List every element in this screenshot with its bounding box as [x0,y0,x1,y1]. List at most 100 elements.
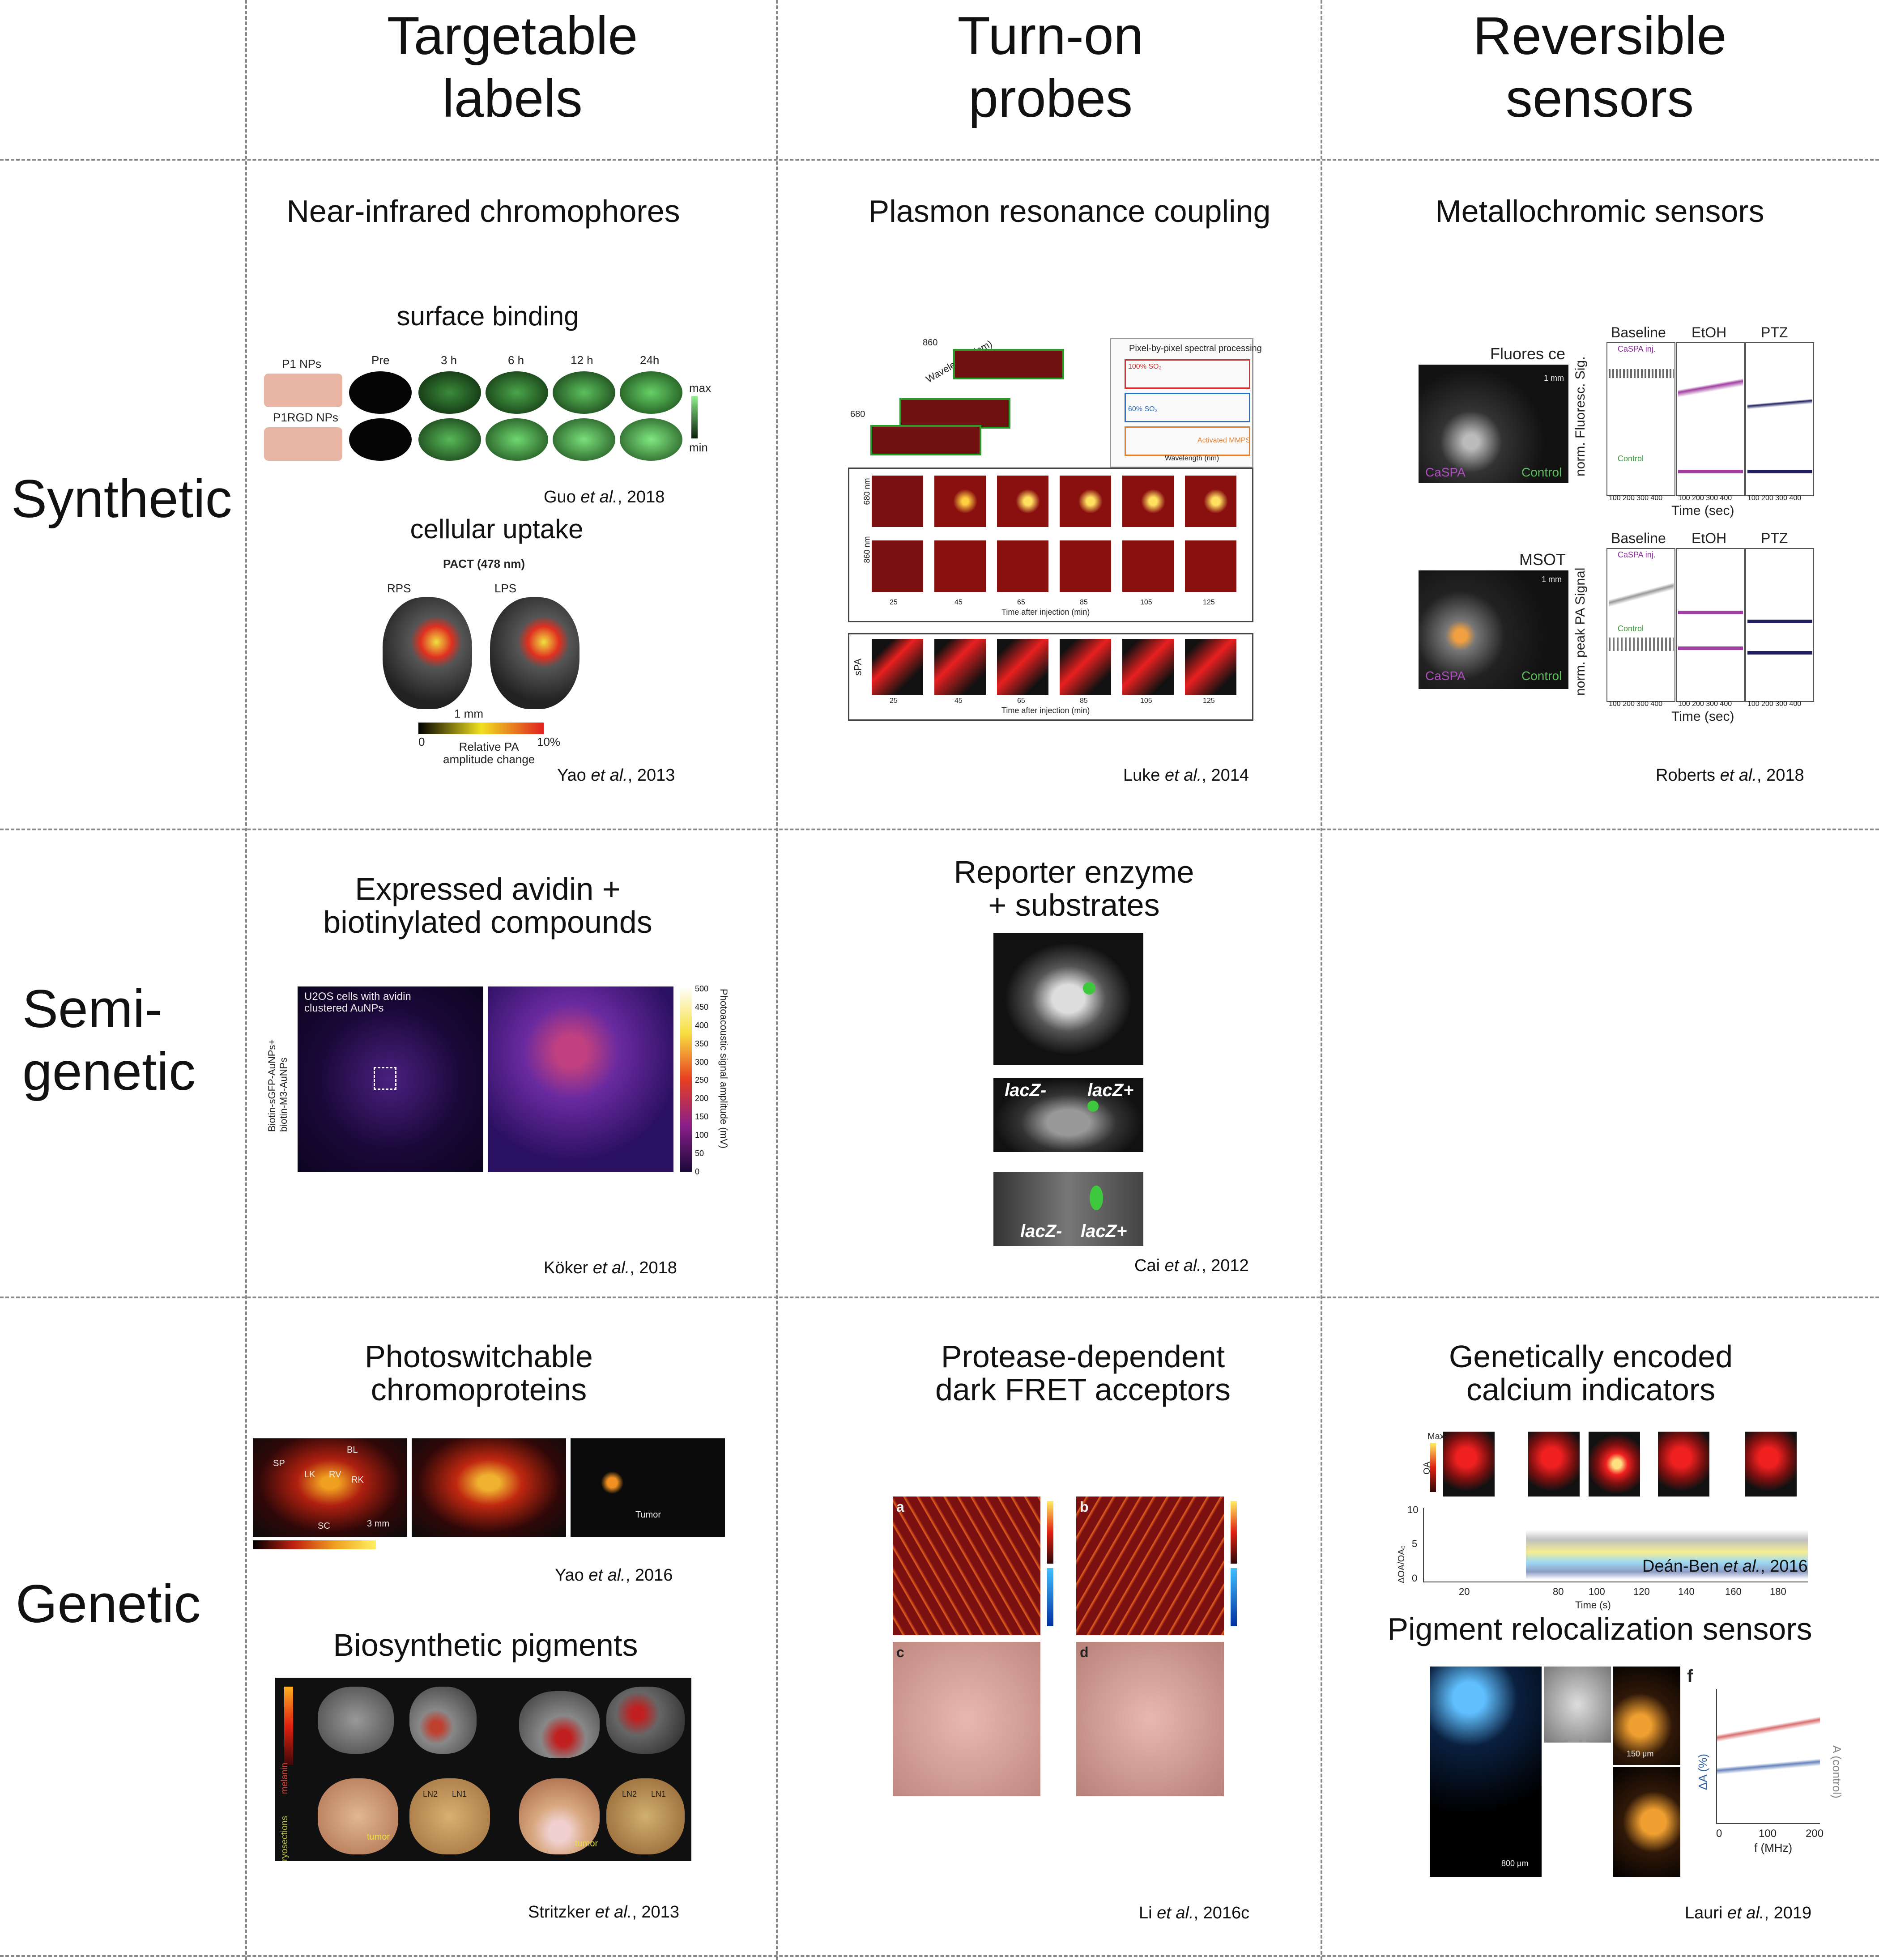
tick2-65: 65 [1017,697,1025,705]
label-time-injection-2: Time after injection (min) [1001,706,1090,715]
label-spa: sPA [852,658,864,676]
label-tumor-3: tumor [575,1839,598,1849]
label-mmp: Activated MMPS [1197,437,1251,444]
protease-photo-c [893,1642,1040,1796]
cbar-tick-100: 100 [695,1131,709,1140]
tick-105: 105 [1140,599,1152,606]
grid-vline-1 [245,0,247,1960]
cbar-tick-400: 400 [695,1020,709,1030]
label-cbar-title: Relative PA amplitude change [443,740,535,766]
cbar-tick-450: 450 [695,1002,709,1012]
figure-plasmon-top: Wavelength (nm) 860 680 Pixel-by-pixel s… [850,338,1262,468]
tick-85: 85 [1080,599,1088,606]
photoswitch-image-3 [571,1438,725,1537]
pigment-image-c [1613,1767,1680,1877]
label-ln2-a: LN2 [423,1790,438,1798]
figure-gcai: Max OA ΔOA/OA₀ 10 5 0 20 80 100 120 140 … [1392,1432,1866,1620]
cbar-tick-300: 300 [695,1057,709,1067]
label-1mm-a: 1 mm [1544,374,1564,383]
label-rk: RK [351,1475,364,1485]
label-f-mhz: f (MHz) [1754,1841,1793,1854]
xtick-120: 120 [1633,1586,1650,1597]
citation-lauri-2019: Lauri et al., 2019 [1685,1904,1812,1922]
citation-cai-2012: Cai et al., 2012 [1134,1256,1249,1275]
label-860nm: 860 nm [862,536,872,563]
colorbar-photoswitch [253,1540,376,1549]
citation-luke-2014: Luke et al., 2014 [1123,766,1249,785]
pigment-image-b [1613,1667,1680,1765]
xtick-180: 180 [1770,1586,1786,1597]
tick2-125: 125 [1203,697,1215,705]
figure-photoswitchable: SP BL LK RV RK SC 3 mm Tumor [253,1438,727,1550]
label-sc: SC [318,1521,330,1531]
grid-vline-3 [1321,0,1322,1960]
label-time-sec-a: Time (sec) [1671,503,1734,518]
label-tumor: Tumor [635,1510,661,1520]
column-header-turn-on: Turn-on probes [957,6,1144,128]
ftick-100: 100 [1759,1828,1777,1840]
label-caspa-a: CaSPA [1425,465,1466,479]
ftick-200: 200 [1806,1828,1824,1840]
label-caspa-b: CaSPA [1425,669,1466,683]
label-6h: 6 h [508,353,524,367]
citation-yao-2016: Yao et al., 2016 [555,1566,673,1585]
msot-image [1419,570,1568,689]
mouse-photo-2 [264,427,342,461]
label-control-d: Control [1618,624,1644,633]
figure-cellular-uptake: PACT (478 nm) RPS LPS 1 mm 0 10% Relativ… [380,557,586,772]
figure-biosynthetic: melanin cryosections tumor tumor LN2 LN1… [275,1678,691,1861]
label-f-panel: f [1687,1667,1693,1686]
protease-image-b [1076,1497,1224,1635]
cbar-tick-500: 500 [695,984,709,993]
subtitle-surface-binding: surface binding [396,301,579,331]
label-oa: OA [1422,1462,1432,1475]
label-lps: LPS [494,582,517,595]
label-ticks-a1: 100 200 300 400 [1609,494,1663,502]
ytick-10: 10 [1407,1504,1419,1515]
label-control-c: Control [1521,669,1562,683]
panel-title-avidin: Expressed avidin + biotinylated compound… [323,872,652,940]
label-rps: RPS [387,582,411,595]
figure-reporter: lacZ- lacZ+ lacZ- lacZ+ [993,933,1146,1246]
panel-title-protease: Protease-dependent dark FRET acceptors [935,1339,1231,1407]
panel-title-nir-chromophores: Near-infrared chromophores [286,194,680,229]
label-axis-wavelength: Wavelength (nm) [1165,455,1219,462]
label-ptz-a: PTZ [1761,324,1788,340]
label-ticks-b1: 100 200 300 400 [1609,700,1663,708]
figure-plasmon-spa: sPA 25 45 65 85 105 125 Time after injec… [848,633,1253,721]
label-ticks-b3: 100 200 300 400 [1747,700,1802,708]
label-lacz-plus-b: lacZ+ [1081,1221,1127,1241]
xtick-20: 20 [1459,1586,1470,1597]
ftick-0: 0 [1716,1828,1722,1840]
row-header-synthetic: Synthetic [11,469,232,529]
mouse-photo-1 [264,374,342,407]
label-cryosections: cryosections [280,1815,290,1861]
label-lk: LK [304,1470,315,1480]
panel-title-gcai: Genetically encoded calcium indicators [1449,1339,1733,1407]
label-p1-nps: P1 NPs [282,357,322,370]
label-y-fluor: norm. Fluoresc. Sig. [1573,356,1588,476]
label-ticks-a3: 100 200 300 400 [1747,494,1802,502]
label-control-b: Control [1618,454,1644,463]
figure-protease: a b c d [893,1497,1260,1801]
label-max: max [689,381,712,395]
cbar-tick-350: 350 [695,1039,709,1048]
tick2-85: 85 [1080,697,1088,705]
label-min: min [689,441,708,454]
panel-title-pigment: Pigment relocalization sensors [1387,1611,1812,1646]
grid-vline-2 [776,0,778,1960]
citation-stritzker-2013: Stritzker et al., 2013 [528,1903,679,1922]
label-680nm: 680 nm [862,478,872,505]
label-cbar-0: 0 [418,735,425,748]
cbar-tick-250: 250 [695,1076,709,1085]
citation-dean-ben-2016: Deán-Ben et al., 2016 [1642,1557,1808,1576]
citation-guo-2018: Guo et al., 2018 [544,488,665,506]
label-800um: 800 μm [1501,1859,1529,1868]
label-lacz-minus-b: lacZ- [1020,1221,1062,1241]
label-ln1-a: LN1 [452,1790,467,1798]
reporter-section-image [993,1172,1143,1246]
label-d: d [1080,1644,1089,1660]
colorbar-avidin [680,986,692,1172]
cbar-tick-50: 50 [695,1149,704,1158]
cbar-tick-200: 200 [695,1094,709,1103]
